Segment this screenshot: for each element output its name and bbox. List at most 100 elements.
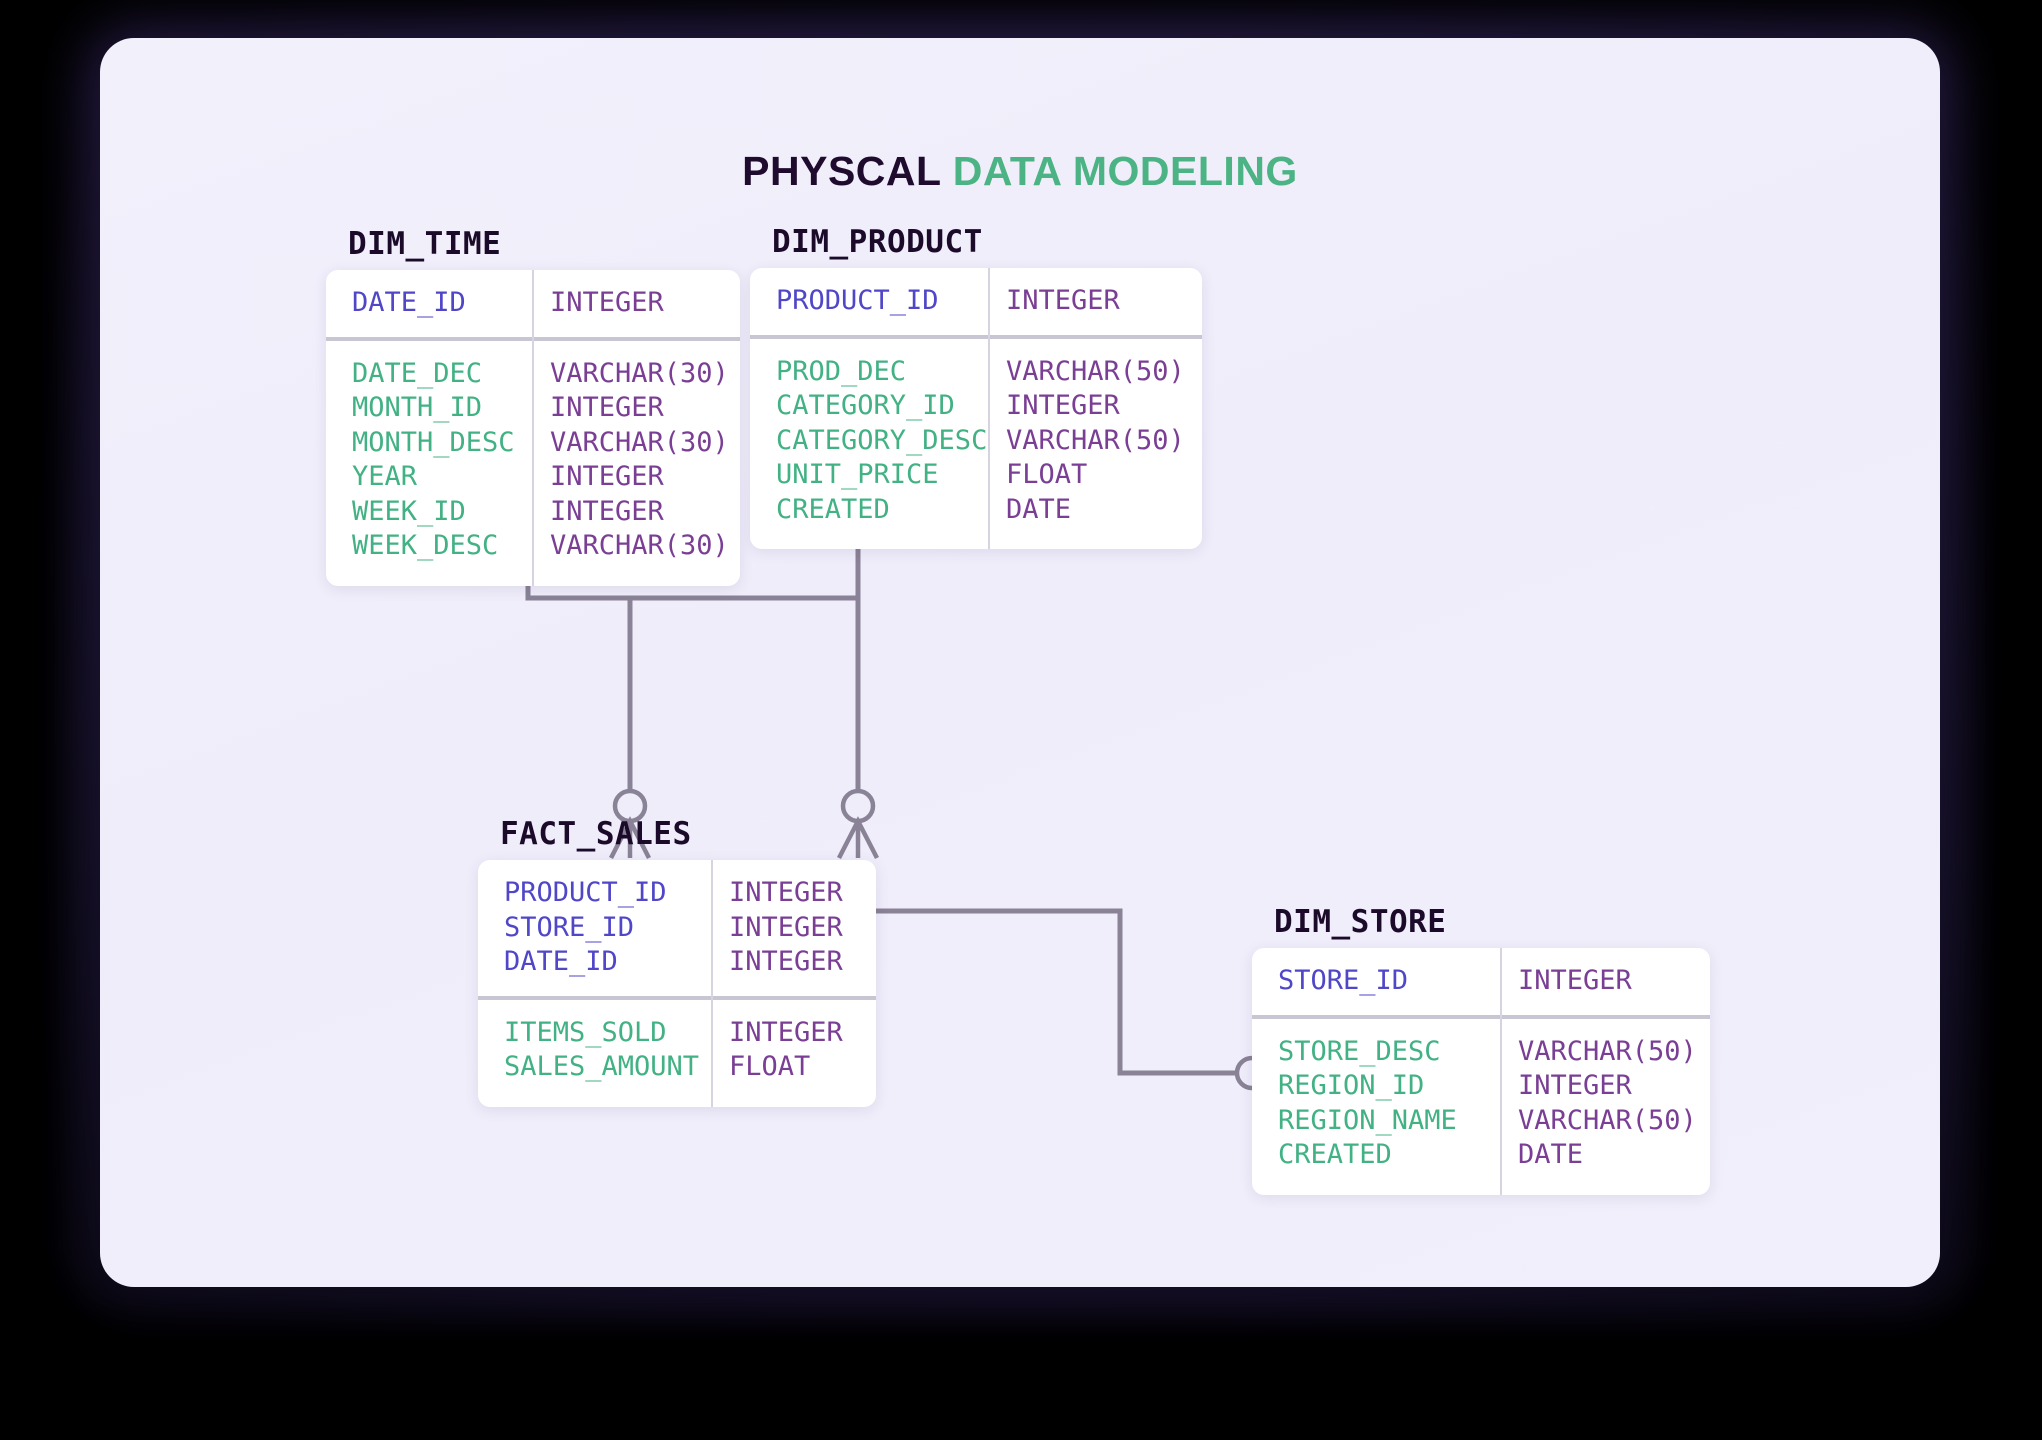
table-row[interactable]: SALES_AMOUNT FLOAT (478, 1050, 876, 1085)
table-row[interactable]: PRODUCT_ID INTEGER (478, 876, 876, 911)
page-title-part2: DATA MODELING (952, 148, 1298, 194)
column-type: INTEGER (711, 1015, 853, 1051)
primary-key-divider (750, 334, 1202, 339)
column-name: CREATED (1278, 1139, 1392, 1171)
column-name: DATE_DEC (352, 357, 483, 389)
table-row[interactable]: DATE_ID INTEGER (326, 286, 740, 321)
column-name: MONTH_DESC (352, 426, 515, 458)
column-type: VARCHAR(30) (532, 529, 739, 564)
column-type: INTEGER (532, 286, 674, 321)
table-row[interactable]: DATE_ID INTEGER (478, 945, 876, 980)
attribute-section-dim-time: DATE_DEC VARCHAR(30) MONTH_ID INTEGER MO… (326, 341, 740, 586)
column-type: INTEGER (532, 494, 674, 530)
column-name: STORE_DESC (1278, 1035, 1441, 1067)
column-type: FLOAT (988, 458, 1097, 493)
column-type: INTEGER (1500, 1069, 1642, 1104)
column-name: CATEGORY_DESC (776, 424, 988, 456)
column-type: VARCHAR(50) (988, 423, 1195, 459)
table-row[interactable]: REGION_ID INTEGER (1252, 1069, 1710, 1104)
entity-title-dim-store: DIM_STORE (1274, 904, 1447, 940)
column-type: VARCHAR(50) (988, 354, 1195, 390)
column-name: WEEK_ID (352, 495, 466, 527)
column-divider (711, 860, 713, 1107)
column-type: INTEGER (988, 389, 1130, 424)
table-row[interactable]: CREATED DATE (1252, 1138, 1710, 1173)
column-name: CATEGORY_ID (776, 390, 955, 422)
entity-dim-time[interactable]: DIM_TIME DATE_ID INTEGER DATE_DEC (326, 226, 740, 586)
table-row[interactable]: MONTH_ID INTEGER (326, 391, 740, 426)
attribute-section-fact-sales: ITEMS_SOLD INTEGER SALES_AMOUNT FLOAT (478, 1000, 876, 1107)
crowsfoot-fact-sales-right (836, 788, 880, 860)
primary-key-divider (478, 995, 876, 1000)
column-type: INTEGER (711, 910, 853, 946)
key-section-fact-sales: PRODUCT_ID INTEGER STORE_ID INTEGER DATE… (478, 860, 876, 996)
column-name: STORE_ID (1278, 965, 1409, 996)
column-type: VARCHAR(50) (1500, 1034, 1707, 1070)
entity-title-dim-product: DIM_PRODUCT (772, 224, 983, 260)
attribute-section-dim-product: PROD_DEC VARCHAR(50) CATEGORY_ID INTEGER… (750, 339, 1202, 550)
column-type: VARCHAR(30) (532, 425, 739, 461)
attribute-section-dim-store: STORE_DESC VARCHAR(50) REGION_ID INTEGER… (1252, 1019, 1710, 1195)
column-type: INTEGER (988, 284, 1130, 319)
table-row[interactable]: CATEGORY_DESC VARCHAR(50) (750, 423, 1202, 459)
column-name: PRODUCT_ID (776, 285, 939, 316)
entity-title-dim-time: DIM_TIME (348, 226, 502, 262)
table-row[interactable]: CREATED DATE (750, 492, 1202, 528)
column-name: UNIT_PRICE (776, 459, 939, 491)
page-title-part1: PHYSCAL (742, 148, 941, 194)
page-title: PHYSCAL DATA MODELING (100, 148, 1940, 195)
table-row[interactable]: WEEK_ID INTEGER (326, 494, 740, 530)
entity-dim-product[interactable]: DIM_PRODUCT PRODUCT_ID INTEGER PROD_DEC (750, 224, 1202, 550)
column-type: INTEGER (532, 391, 674, 426)
column-divider (532, 270, 534, 586)
column-name: CREATED (776, 493, 890, 525)
entity-box-dim-product: PRODUCT_ID INTEGER PROD_DEC VARCHAR(50) … (750, 268, 1202, 550)
table-row[interactable]: STORE_DESC VARCHAR(50) (1252, 1034, 1710, 1070)
table-row[interactable]: ITEMS_SOLD INTEGER (478, 1015, 876, 1051)
table-row[interactable]: STORE_ID INTEGER (1252, 964, 1710, 999)
entity-title-fact-sales: FACT_SALES (500, 816, 692, 852)
column-name: WEEK_DESC (352, 530, 499, 562)
column-type: INTEGER (1500, 964, 1642, 999)
column-name: DATE_ID (504, 946, 618, 978)
entity-box-dim-store: STORE_ID INTEGER STORE_DESC VARCHAR(50) … (1252, 948, 1710, 1195)
entity-box-fact-sales: PRODUCT_ID INTEGER STORE_ID INTEGER DATE… (478, 860, 876, 1107)
column-type: FLOAT (711, 1050, 820, 1085)
entity-box-dim-time: DATE_ID INTEGER DATE_DEC VARCHAR(30) MON… (326, 270, 740, 586)
diagram-card: PHYSCAL DATA MODELING (100, 38, 1940, 1287)
table-row[interactable]: PROD_DEC VARCHAR(50) (750, 354, 1202, 390)
column-name: SALES_AMOUNT (504, 1051, 700, 1083)
column-divider (1500, 948, 1502, 1195)
primary-key-divider (1252, 1014, 1710, 1019)
table-row[interactable]: MONTH_DESC VARCHAR(30) (326, 425, 740, 461)
column-type: DATE (988, 492, 1081, 528)
column-name: YEAR (352, 461, 418, 493)
key-section-dim-time: DATE_ID INTEGER (326, 270, 740, 337)
table-row[interactable]: WEEK_DESC VARCHAR(30) (326, 529, 740, 564)
column-type: INTEGER (711, 945, 853, 980)
table-row[interactable]: YEAR INTEGER (326, 460, 740, 495)
column-name: STORE_ID (504, 911, 635, 943)
table-row[interactable]: CATEGORY_ID INTEGER (750, 389, 1202, 424)
column-name: PRODUCT_ID (504, 877, 667, 908)
column-type: INTEGER (532, 460, 674, 495)
key-section-dim-product: PRODUCT_ID INTEGER (750, 268, 1202, 335)
column-type: VARCHAR(50) (1500, 1103, 1707, 1139)
column-name: PROD_DEC (776, 355, 907, 387)
column-name: ITEMS_SOLD (504, 1016, 667, 1048)
entity-dim-store[interactable]: DIM_STORE STORE_ID INTEGER STORE_DESC (1252, 904, 1710, 1195)
table-row[interactable]: REGION_NAME VARCHAR(50) (1252, 1103, 1710, 1139)
entity-fact-sales[interactable]: FACT_SALES PRODUCT_ID INTEGER STORE_ID I… (478, 816, 876, 1107)
key-section-dim-store: STORE_ID INTEGER (1252, 948, 1710, 1015)
column-name: REGION_ID (1278, 1070, 1425, 1102)
table-row[interactable]: PRODUCT_ID INTEGER (750, 284, 1202, 319)
column-type: DATE (1500, 1138, 1593, 1173)
table-row[interactable]: UNIT_PRICE FLOAT (750, 458, 1202, 493)
table-row[interactable]: STORE_ID INTEGER (478, 910, 876, 946)
column-name: REGION_NAME (1278, 1104, 1457, 1136)
column-type: INTEGER (711, 876, 853, 911)
column-divider (988, 268, 990, 550)
column-name: DATE_ID (352, 287, 466, 318)
column-name: MONTH_ID (352, 392, 483, 424)
